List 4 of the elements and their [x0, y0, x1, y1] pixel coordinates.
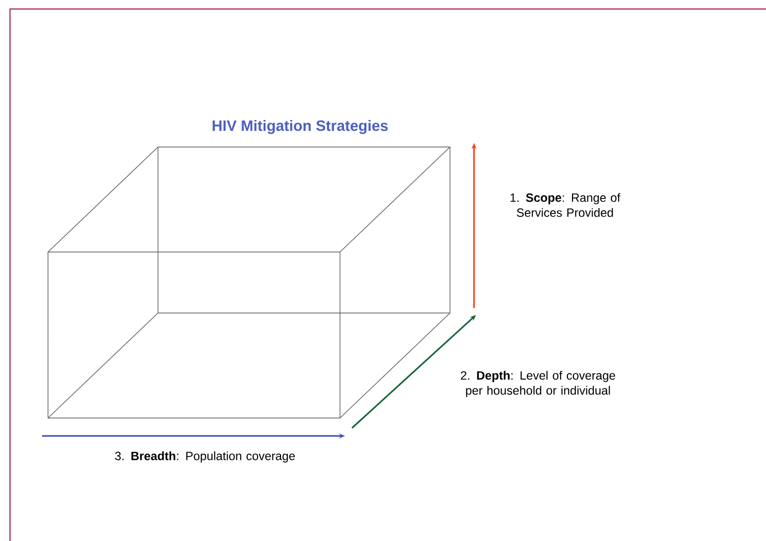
axis-label: 1. Scope: Range of Services Provided: [510, 193, 620, 217]
axis-label: 3. Breadth: Population coverage: [115, 451, 295, 463]
axis-label: 2. Depth: Level of coverage per household or individual: [460, 370, 616, 398]
title: HIV Mitigation Strategies: [212, 120, 388, 134]
